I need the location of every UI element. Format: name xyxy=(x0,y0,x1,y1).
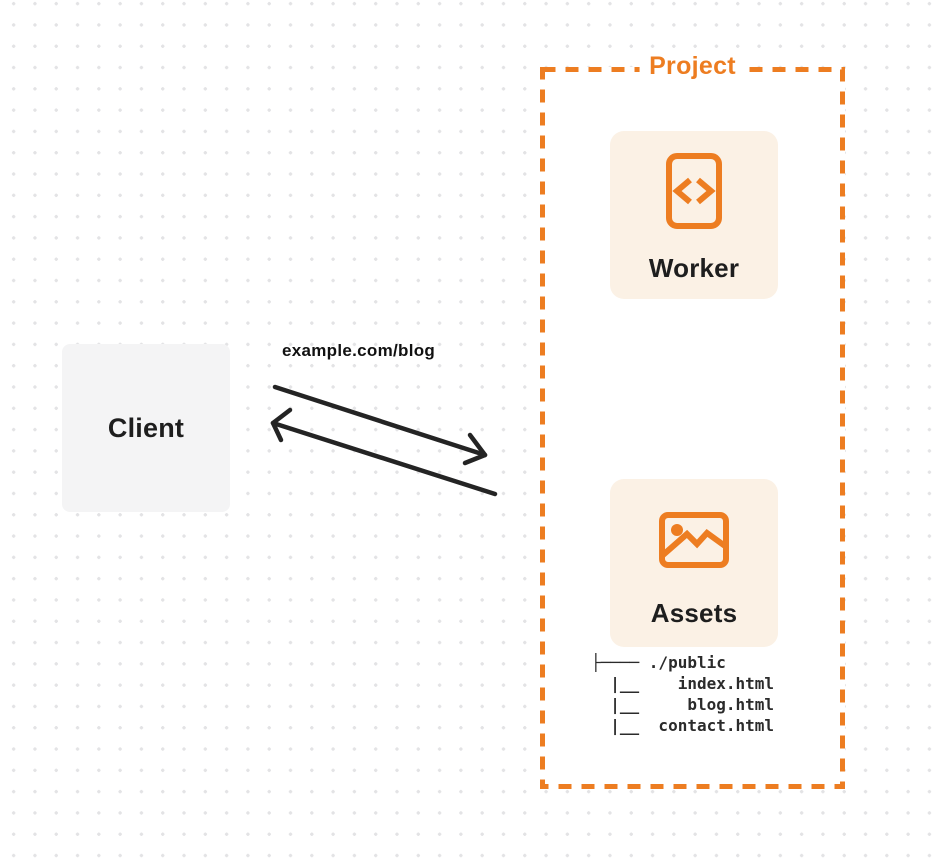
code-icon xyxy=(666,152,722,229)
assets-label: Assets xyxy=(650,597,738,628)
request-url-label: example.com/blog xyxy=(282,341,436,360)
project-label: Project xyxy=(639,52,746,81)
image-icon xyxy=(659,511,729,568)
client-label: Client xyxy=(107,412,185,443)
request-arrowhead-icon xyxy=(462,432,488,466)
assets-card: Assets xyxy=(610,479,778,647)
request-arrow-line xyxy=(272,384,488,458)
file-tree: ├──── ./public |__ index.html |__ blog.h… xyxy=(591,653,775,735)
project-box: Project Worker Assets ├──── ./public |__… xyxy=(540,52,845,789)
client-node: Client xyxy=(62,344,230,512)
response-arrow-line xyxy=(270,420,498,497)
request-response-arrows xyxy=(270,384,498,497)
worker-card: Worker xyxy=(610,131,778,299)
response-arrowhead-icon xyxy=(270,407,293,443)
worker-label: Worker xyxy=(648,252,740,283)
